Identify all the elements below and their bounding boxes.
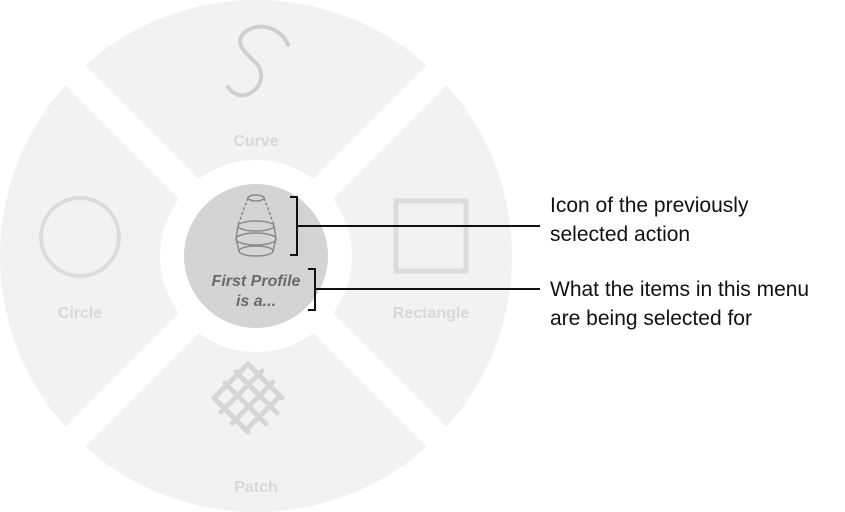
segment-label-circle: Circle [58, 305, 103, 322]
callout-icon-line1: Icon of the previously [550, 194, 749, 217]
rectangle-icon [393, 198, 469, 274]
segment-label-rectangle: Rectangle [393, 305, 470, 322]
loft-profile-icon [235, 194, 277, 257]
curve-s-icon [226, 24, 290, 98]
callout-bracket-icon [290, 196, 540, 256]
segment-label-patch: Patch [234, 479, 278, 496]
circle-icon [39, 196, 121, 278]
pie-segment-curve[interactable] [84, 0, 428, 236]
callout-icon-line2: selected action [550, 223, 690, 246]
center-prompt-line2: is a... [236, 293, 276, 310]
segment-label-curve: Curve [233, 133, 278, 150]
center-prompt-line1: First Profile [212, 273, 301, 290]
callout-prompt-line2: are being selected for [550, 307, 752, 330]
pie-segment-circle[interactable] [0, 84, 236, 428]
callout-bracket-prompt [308, 268, 540, 311]
patch-grid-icon [211, 361, 285, 435]
callout-prompt-line1: What the items in this menu [550, 278, 809, 301]
